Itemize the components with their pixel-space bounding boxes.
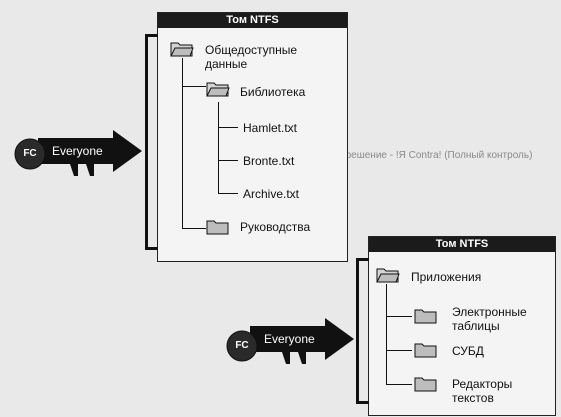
tree-line — [386, 384, 412, 385]
open-folder-icon[interactable] — [170, 40, 194, 58]
tree-line — [386, 284, 387, 384]
ntfs-volume-2: Том NTFS — [368, 236, 556, 416]
folder-label-dbms: СУБД — [452, 344, 484, 358]
tree-line — [182, 58, 183, 228]
file-hamlet[interactable]: Hamlet.txt — [243, 121, 298, 135]
volume-2-title: Том NTFS — [369, 237, 555, 252]
folder-label-applications: Приложения — [411, 270, 482, 284]
folder-icon[interactable] — [414, 375, 438, 393]
tree-line — [386, 350, 412, 351]
folder-label-guides: Руководства — [240, 220, 311, 234]
volume-1-bracket — [145, 34, 158, 250]
permission-arrow-2: FC Everyone — [220, 312, 360, 372]
background-text: разрешение - !Я Contra! (Полный контроль… — [330, 150, 533, 161]
arrow-2-circle-label: FC — [235, 340, 249, 351]
arrow-2-group-label: Everyone — [264, 332, 315, 346]
tree-line — [218, 102, 219, 194]
folder-label-editors: Редакторы текстов — [452, 377, 513, 405]
file-bronte[interactable]: Bronte.txt — [243, 154, 295, 168]
open-folder-icon[interactable] — [206, 80, 230, 98]
tree-line — [218, 160, 238, 161]
tree-line — [386, 316, 412, 317]
folder-label-spreadsheets: Электронные таблицы — [452, 305, 527, 333]
arrow-1-circle-label: FC — [23, 148, 37, 159]
volume-2-bracket — [356, 258, 369, 404]
folder-icon[interactable] — [414, 341, 438, 359]
tree-line — [182, 228, 206, 229]
permission-arrow-1: FC Everyone — [8, 124, 148, 184]
tree-line — [218, 193, 238, 194]
folder-label-library: Библиотека — [240, 85, 306, 99]
tree-line — [182, 86, 206, 87]
volume-1-title: Том NTFS — [158, 13, 347, 28]
folder-icon[interactable] — [414, 307, 438, 325]
folder-label-public-data: Общедоступные данные — [205, 43, 298, 71]
open-folder-icon[interactable] — [376, 266, 400, 284]
arrow-1-group-label: Everyone — [52, 144, 103, 158]
folder-icon[interactable] — [206, 218, 230, 236]
file-archive[interactable]: Archive.txt — [243, 187, 300, 201]
tree-line — [218, 127, 238, 128]
